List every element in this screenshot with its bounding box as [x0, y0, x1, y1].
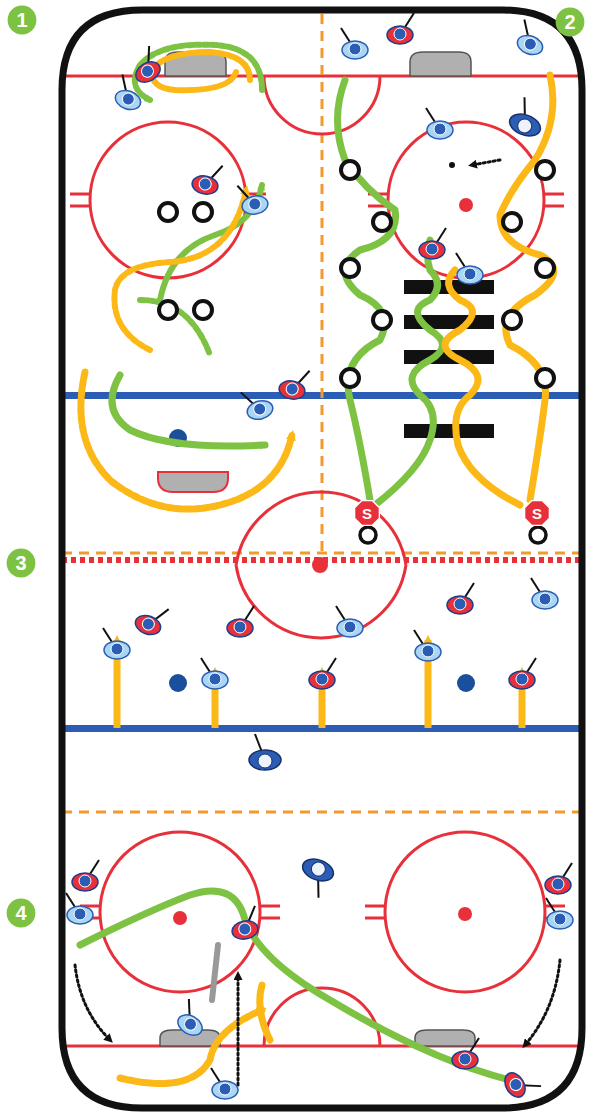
- stop-sign: S: [524, 500, 550, 526]
- pylons: [159, 161, 554, 387]
- players: [66, 13, 573, 1102]
- node-text: 2: [564, 12, 575, 32]
- drill-3-arrows: [117, 640, 522, 728]
- drill-4-paths: [75, 891, 560, 1085]
- drill-2-paths: [338, 75, 554, 543]
- node-text: 3: [15, 553, 26, 573]
- stop-sign: S: [354, 500, 380, 526]
- node-text: 1: [16, 10, 27, 30]
- node-text: S: [532, 506, 542, 521]
- callout-number: 4: [6, 898, 36, 928]
- rink-lines: [62, 14, 582, 1046]
- callout-number: 2: [555, 7, 585, 37]
- callout-number: 3: [6, 548, 36, 578]
- node-text: 4: [15, 903, 26, 923]
- drill-1-paths: [81, 45, 292, 509]
- rink-boards: [62, 10, 582, 1108]
- node-text: S: [362, 506, 372, 521]
- callout-number: 1: [7, 5, 37, 35]
